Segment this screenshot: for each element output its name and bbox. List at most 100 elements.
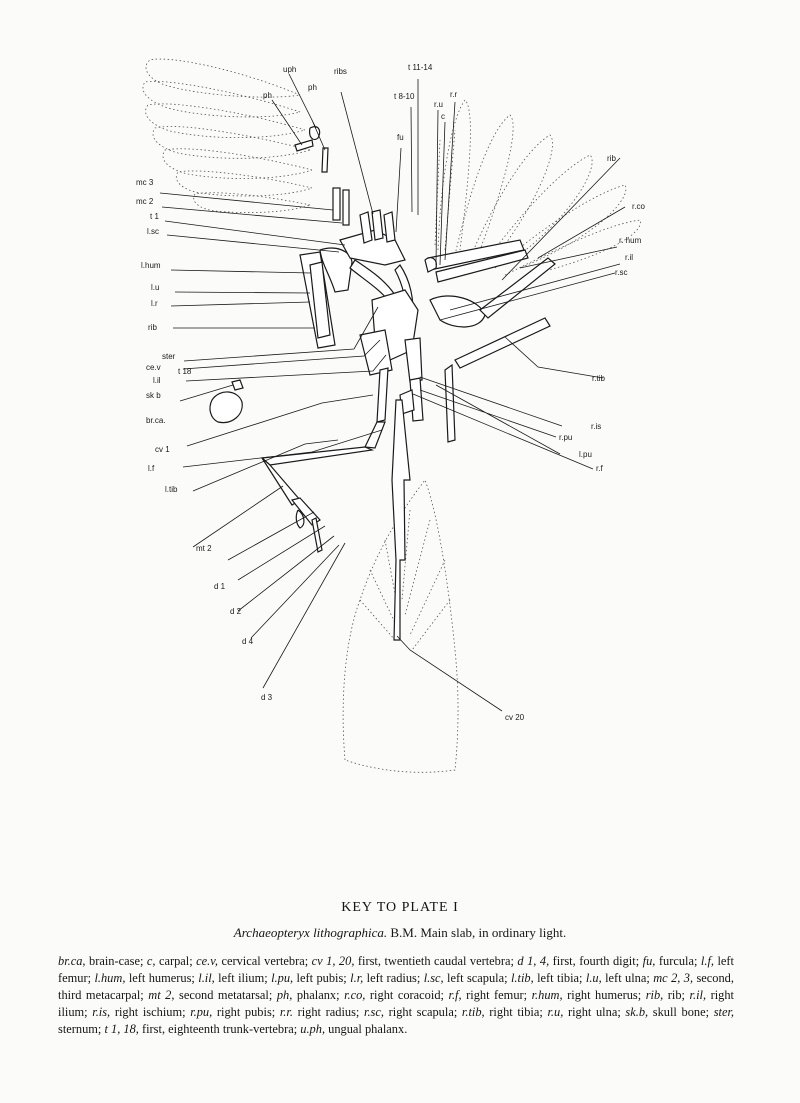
label-l-r: l.r: [151, 299, 158, 308]
legend-definition: left femur;: [58, 954, 735, 985]
label-l-tib: l.tib: [165, 485, 178, 494]
label-rib-left: rib: [148, 323, 157, 332]
label-ster: ster: [162, 352, 176, 361]
label-d3: d 3: [261, 693, 273, 702]
legend-abbreviation: r.pu,: [190, 1005, 213, 1019]
legend-definition: brain-case;: [85, 954, 147, 968]
label-r-u: r.u: [434, 100, 443, 109]
label-t1: t 1: [150, 212, 159, 221]
label-fu: fu: [397, 133, 404, 142]
legend-definition: skull bone;: [648, 1005, 714, 1019]
legend-definition: left tibia;: [533, 971, 586, 985]
label-r-r: r.r: [450, 90, 457, 99]
legend-definition: right ischium;: [110, 1005, 191, 1019]
legend-definition: phalanx;: [292, 988, 345, 1002]
label-t8-10: t 8-10: [394, 92, 415, 101]
label-uph: uph: [283, 65, 296, 74]
abbreviation-legend: br.ca, brain-case; c, carpal; ce.v, cerv…: [58, 953, 734, 1038]
label-r-pu: r.pu: [559, 433, 572, 442]
legend-definition: left scapula;: [443, 971, 511, 985]
legend-abbreviation: cv 1, 20,: [311, 954, 355, 968]
legend-abbreviation: l.sc,: [423, 971, 444, 985]
legend-definition: right tibia;: [484, 1005, 548, 1019]
right-wing-feathers: [434, 99, 641, 276]
species-name: Archaeopteryx lithographica.: [233, 925, 388, 940]
label-l-pu: l.pu: [579, 450, 592, 459]
legend-definition: carpal;: [155, 954, 197, 968]
label-c: c: [441, 112, 445, 121]
legend-abbreviation: l.il,: [198, 971, 215, 985]
legend-definition: right ilium;: [58, 988, 734, 1019]
legend-abbreviation: r.tib,: [461, 1005, 485, 1019]
legend-abbreviation: l.hum,: [94, 971, 126, 985]
label-l-f: l.f: [148, 464, 155, 473]
legend-abbreviation: rib,: [645, 988, 664, 1002]
legend-abbreviation: l.tib,: [510, 971, 534, 985]
legend-definition: right femur;: [461, 988, 532, 1002]
label-mt2: mt 2: [196, 544, 212, 553]
legend-definition: left ulna;: [601, 971, 654, 985]
leader-lines: [159, 73, 626, 712]
legend-definition: right scapula;: [383, 1005, 462, 1019]
label-mc2: mc 2: [136, 197, 154, 206]
label-cv20: cv 20: [505, 713, 525, 722]
legend-abbreviation: r.sc,: [364, 1005, 384, 1019]
label-l-il: l.il: [153, 376, 161, 385]
legend-abbreviation: r.u,: [547, 1005, 564, 1019]
legend-abbreviation: l.r,: [350, 971, 364, 985]
label-t18: t 18: [178, 367, 192, 376]
legend-abbreviation: r.il,: [689, 988, 707, 1002]
label-d4: d 4: [242, 637, 254, 646]
label-sk-b: sk b: [146, 391, 161, 400]
label-t11-14: t 11-14: [408, 63, 433, 72]
legend-definition: right coracoid;: [365, 988, 449, 1002]
label-r-f: r.f: [596, 464, 603, 473]
label-l-hum: l.hum: [141, 261, 161, 270]
label-rib-right: rib: [607, 154, 616, 163]
label-ph-b: ph: [308, 83, 317, 92]
legend-abbreviation: ce.v,: [196, 954, 218, 968]
label-br-ca: br.ca.: [146, 416, 166, 425]
legend-abbreviation: ster,: [713, 1005, 734, 1019]
legend-abbreviation: c,: [146, 954, 156, 968]
label-l-sc: l.sc: [147, 227, 159, 236]
legend-abbreviation: sk.b,: [625, 1005, 649, 1019]
legend-definition: second, third metacarpal;: [58, 971, 734, 1002]
key-subtitle: Archaeopteryx lithographica. B.M. Main s…: [0, 925, 800, 941]
label-r-co: r.co: [632, 202, 645, 211]
skeleton-diagram: uph ph ph ribs t 11-14 t 8-10 fu r.r r.u…: [136, 58, 645, 773]
label-cv1: cv 1: [155, 445, 170, 454]
legend-definition: right radius;: [292, 1005, 365, 1019]
legend-abbreviation: l.u,: [585, 971, 602, 985]
legend-definition: left pubis;: [293, 971, 351, 985]
legend-abbreviation: l.pu,: [271, 971, 294, 985]
legend-abbreviation: r.r.: [279, 1005, 293, 1019]
legend-abbreviation: r.is,: [92, 1005, 111, 1019]
label-r-is: r.is: [591, 422, 601, 431]
legend-definition: left humerus;: [125, 971, 199, 985]
legend-abbreviation: fu,: [642, 954, 656, 968]
label-d1: d 1: [214, 582, 226, 591]
legend-abbreviation: mt 2,: [148, 988, 175, 1002]
legend-abbreviation: mc 2, 3,: [653, 971, 694, 985]
skeleton: [209, 126, 556, 641]
key-title: KEY TO PLATE I: [341, 900, 459, 915]
legend-abbreviation: l.f,: [700, 954, 714, 968]
legend-abbreviation: r.f,: [448, 988, 462, 1002]
label-ce-v: ce.v: [146, 363, 161, 372]
label-r-il: r.il: [625, 253, 633, 262]
legend-definition: furcula;: [655, 954, 701, 968]
legend-definition: cervical vertebra;: [217, 954, 312, 968]
legend-definition: ungual phalanx.: [325, 1022, 408, 1036]
left-wing-feathers: [142, 58, 313, 213]
legend-abbreviation: t 1, 18,: [104, 1022, 139, 1036]
label-mc3: mc 3: [136, 178, 154, 187]
legend-definition: first, fourth digit;: [549, 954, 643, 968]
legend-abbreviation: ph,: [276, 988, 293, 1002]
label-ribs: ribs: [334, 67, 347, 76]
label-d2: d 2: [230, 607, 242, 616]
legend-definition: first, eighteenth trunk-vertebra;: [138, 1022, 301, 1036]
label-r-tib: r.tib: [592, 374, 605, 383]
legend-abbreviation: d 1, 4,: [517, 954, 550, 968]
label-ph-a: ph: [263, 91, 272, 100]
